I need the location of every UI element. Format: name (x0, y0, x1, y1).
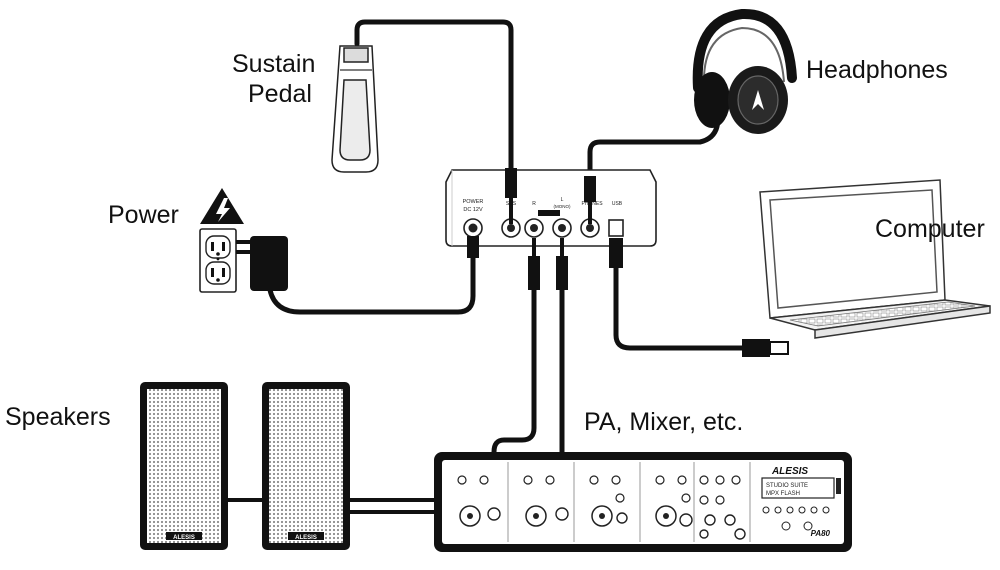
sustain-pedal (331, 45, 379, 173)
mixer-display-line2: MPX FLASH (766, 491, 800, 497)
high-voltage-warning-icon (200, 188, 244, 224)
speaker-right-logo: ALESIS (295, 535, 317, 541)
headphone-plug (584, 176, 596, 202)
mixer-model: PA80 (811, 529, 831, 538)
power-cable (267, 252, 476, 315)
speaker-left (140, 382, 228, 550)
headphone-cable (587, 115, 721, 181)
power-plug (467, 236, 479, 258)
audio-plug-r (528, 256, 540, 290)
panel-label-usb: USB (612, 201, 623, 207)
label-sustain-line2: Pedal (248, 80, 312, 108)
label-pa-mixer: PA, Mixer, etc. (584, 408, 744, 436)
label-sustain-line1: Sustain (232, 50, 316, 78)
audio-cable-r (491, 287, 537, 465)
usb-plug (609, 238, 623, 268)
audio-plug-l (556, 256, 568, 290)
label-speakers: Speakers (5, 403, 111, 431)
label-power: Power (108, 201, 179, 229)
speaker-left-logo: ALESIS (173, 535, 195, 541)
usb-plug-computer (742, 339, 770, 357)
panel-label-power: POWER (463, 199, 484, 205)
sustain-plug (505, 168, 517, 198)
label-sustain-pedal: Sustain Pedal (232, 49, 315, 109)
speaker-right (262, 382, 350, 550)
panel-label-phones: PHONES (581, 201, 603, 207)
panel-label-r: R (532, 201, 536, 207)
mixer-brand: ALESIS (771, 466, 808, 477)
label-headphones: Headphones (806, 56, 948, 84)
rear-panel (445, 169, 657, 247)
mixer-illustration (434, 452, 852, 552)
headphones-illustration (692, 8, 797, 134)
laptop-illustration (759, 179, 991, 339)
label-computer: Computer (875, 215, 985, 243)
usb-cable (613, 265, 748, 351)
cables (226, 19, 748, 514)
panel-label-l-mono: (MONO) (554, 204, 571, 209)
mixer-display-line1: STUDIO SUITE (766, 483, 808, 489)
panel-label-power-rating: DC 12V (463, 207, 483, 213)
panel-label-l: L (561, 197, 564, 203)
power-adapter (236, 236, 288, 291)
wall-outlet (199, 228, 237, 293)
sustain-pedal-cable (354, 19, 514, 175)
